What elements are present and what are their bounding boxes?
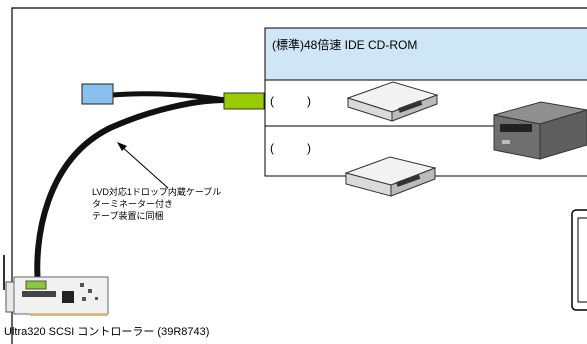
callout-line: [119, 144, 169, 189]
scsi-controller-card-icon: [3, 255, 109, 316]
offscreen-device-outline: [571, 209, 587, 311]
cable-branch: [109, 91, 228, 103]
cable-note-line2: ターミネーター付き: [92, 199, 174, 209]
slot2-paren-open: (: [270, 141, 274, 155]
drive-connector-icon: [223, 92, 265, 110]
drive-device-icon-1: [346, 81, 439, 122]
terminator-icon: [81, 83, 114, 105]
slot1-paren-close: ): [307, 94, 311, 108]
callout-arrowhead: [117, 142, 127, 151]
server-outline: [11, 7, 587, 344]
offscreen-device-inner: [577, 217, 587, 303]
slot1-paren-open: (: [270, 94, 274, 108]
controller-label: Ultra320 SCSI コントローラー (39R8743): [4, 326, 210, 338]
cdrom-bay-label: (標準)48倍速 IDE CD-ROM: [272, 38, 418, 52]
scsi-cable: [34, 97, 228, 288]
drive-device-icon-2: [344, 156, 437, 197]
tape-drive-icon: [493, 101, 587, 160]
cable-note-line1: LVD対応1ドロップ内蔵ケーブル: [92, 187, 222, 197]
cable-note: LVD対応1ドロップ内蔵ケーブル ターミネーター付き テープ装置に同梱: [92, 186, 221, 222]
cdrom-bay-panel: [264, 27, 587, 81]
cable-note-line3: テープ装置に同梱: [92, 211, 164, 221]
slot2-paren-close: ): [307, 141, 311, 155]
